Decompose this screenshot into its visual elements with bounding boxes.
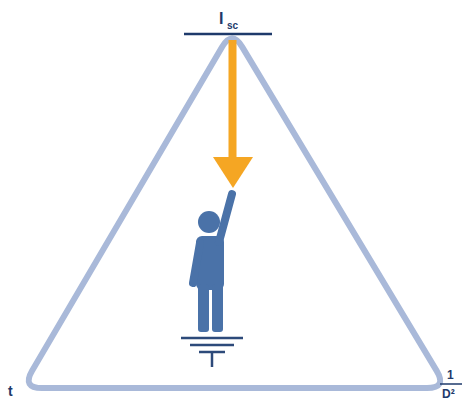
arrow-head	[213, 157, 253, 188]
person-figure	[193, 194, 232, 332]
time-label: t	[8, 384, 13, 398]
current-subscript: sc	[227, 21, 238, 31]
arrow-shaft	[229, 40, 237, 160]
current-symbol: I	[219, 11, 223, 27]
top-bar	[184, 33, 272, 36]
fraction-numerator: 1	[447, 369, 454, 381]
ground-symbol	[181, 338, 243, 367]
triangle-outline	[29, 39, 440, 388]
fraction-bar	[440, 383, 462, 385]
fraction-denominator: D²	[442, 388, 455, 400]
